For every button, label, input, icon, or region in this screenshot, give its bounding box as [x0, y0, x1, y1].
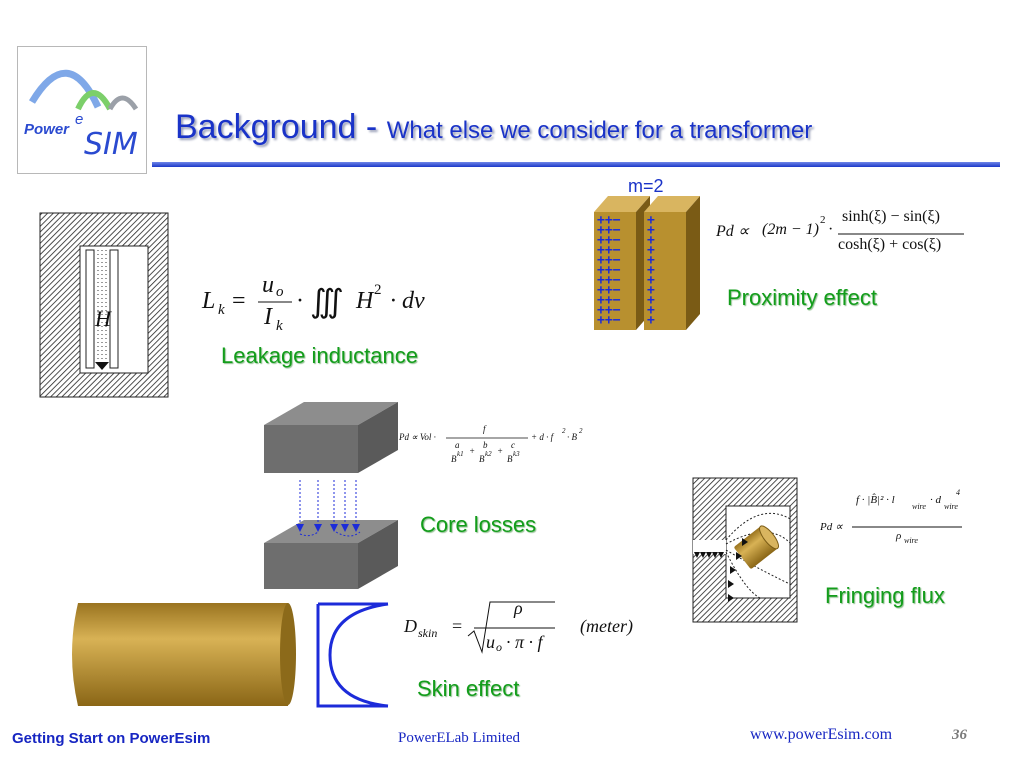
core-t3e: k3 — [513, 450, 520, 458]
core-t3d: B — [507, 454, 513, 464]
skin-current-profile — [316, 602, 389, 708]
skin-num: ρ — [514, 598, 523, 618]
leakage-den-sub: k — [276, 318, 283, 334]
logo-word-power: Power — [24, 121, 70, 138]
leakage-integral: ∭ — [310, 283, 344, 319]
core-t2d: B — [479, 454, 485, 464]
skin-den-sub: o — [496, 640, 502, 654]
fringing-equation: Pd ∝ f · |B̂|² · l wire · d wire 4 ρ wir… — [820, 484, 990, 554]
logo: Power e SIM — [17, 46, 147, 174]
fringing-num-sub2: wire — [944, 502, 958, 511]
proximity-label: Proximity effect — [727, 285, 877, 310]
logo-word-sim: SIM — [84, 127, 138, 162]
core-lhs: Pd ∝ Vol · — [399, 432, 436, 442]
fringing-den-sub: wire — [904, 536, 918, 545]
proximity-den: cosh(ξ) + cos(ξ) — [838, 236, 942, 253]
core-num: f — [483, 424, 486, 434]
footer-course-title: Getting Start on PowerEsim — [12, 730, 211, 747]
leakage-equation: L k = u o I k · ∭ H 2 · dv — [200, 270, 460, 340]
proximity-charges-right: +++++++++++ — [647, 213, 655, 328]
footer-company: PowerELab Limited — [398, 730, 521, 746]
skin-conductor — [72, 603, 296, 706]
footer-url-link[interactable]: www.powerEsim.com — [750, 726, 893, 743]
proximity-factor: (2m − 1) — [762, 221, 820, 238]
fringing-core — [692, 477, 798, 623]
proximity-conductors — [594, 196, 700, 330]
leakage-lhs: L — [202, 288, 216, 314]
proximity-dot: · — [828, 221, 834, 238]
title-main: Background — [175, 108, 357, 146]
core-plus2: + — [497, 446, 504, 456]
title-rule — [152, 162, 1000, 167]
leakage-core — [39, 212, 169, 398]
leakage-lhs-sub: k — [218, 302, 225, 318]
skin-eq: = — [452, 616, 463, 636]
logo-swoosh-icon — [28, 69, 139, 111]
proximity-lhs: Pd ∝ — [716, 223, 750, 240]
core-tail2-pow: 2 — [579, 427, 583, 435]
title-sub: What else we consider for a transformer — [386, 117, 813, 144]
core-t1d: B — [451, 454, 457, 464]
core-tail: + d · f — [531, 432, 554, 442]
fringing-lhs: Pd ∝ — [820, 521, 843, 533]
proximity-charges-left: ++−++−++−++−++−++−++−++−++−++−++− — [597, 213, 621, 328]
leakage-label: Leakage inductance — [221, 343, 418, 368]
core-flux-arrows — [296, 480, 361, 537]
title-dash: - — [356, 108, 387, 146]
core-losses-label: Core losses — [420, 512, 537, 537]
leakage-power: 2 — [374, 282, 382, 298]
page-title: Background - What else we consider for a… — [175, 108, 812, 147]
page-number: 36 — [952, 727, 967, 743]
core-t2e: k2 — [485, 450, 492, 458]
core-tail-pow: 2 — [562, 427, 566, 435]
skin-effect-label: Skin effect — [417, 676, 520, 701]
leakage-num-sub: o — [276, 284, 284, 300]
fringing-num: f · |B̂|² · l — [856, 494, 895, 506]
core-t1e: k1 — [457, 450, 464, 458]
core-t3n: c — [511, 440, 515, 450]
skin-equation: D skin = ρ u o · π · f (meter) — [404, 596, 654, 666]
leakage-tail: · dv — [390, 288, 425, 314]
proximity-power: 2 — [820, 214, 826, 226]
proximity-equation: Pd ∝ (2m − 1) 2 · sinh(ξ) − sin(ξ) cosh(… — [716, 204, 976, 264]
skin-lhs-sub: skin — [418, 626, 438, 640]
fringing-label: Fringing flux — [825, 583, 945, 608]
fringing-num-pow: 4 — [956, 488, 960, 497]
leakage-den: I — [264, 304, 272, 330]
skin-lhs: D — [404, 616, 417, 636]
fringing-den: ρ — [896, 530, 902, 542]
core-lower — [264, 520, 398, 589]
leakage-num: u — [262, 272, 274, 298]
leakage-body: H — [356, 288, 374, 314]
core-t2n: b — [483, 440, 488, 450]
core-equation: Pd ∝ Vol · f a B k1 + b B k2 + c B k3 + … — [399, 422, 599, 472]
skin-unit: (meter) — [580, 616, 633, 636]
leakage-h-symbol: H — [95, 306, 111, 331]
leakage-eq: = — [232, 288, 246, 314]
skin-den: u — [486, 632, 495, 652]
skin-den-tail: · π · f — [506, 632, 543, 652]
core-t1n: a — [455, 440, 460, 450]
logo-sup: e — [75, 111, 84, 128]
core-tail2: · B — [567, 432, 577, 442]
core-plus1: + — [469, 446, 476, 456]
proximity-num: sinh(ξ) − sin(ξ) — [842, 208, 940, 225]
fringing-num-mid: · d — [930, 494, 941, 506]
leakage-dot: · — [296, 288, 304, 314]
fringing-num-sub1: wire — [912, 502, 926, 511]
proximity-m-value: m=2 — [628, 176, 664, 196]
core-upper — [264, 402, 398, 473]
